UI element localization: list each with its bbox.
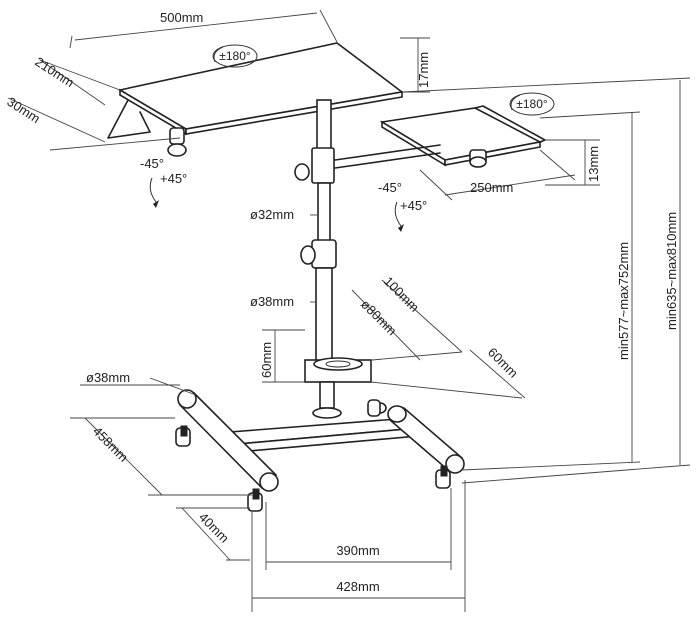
side-tray-thickness-label: 13mm [586, 146, 601, 182]
lower-pole-diameter-label: ø38mm [250, 294, 294, 309]
rotation-icon-side: ±180° [509, 92, 555, 116]
side-tray-width-dimension: 250mm [419, 149, 576, 201]
collar-depth-label: 60mm [485, 345, 521, 381]
caster [367, 399, 381, 417]
tilt-indicator-top: -45° +45° [140, 156, 187, 208]
side-tray-rotation-label: ±180° [516, 97, 548, 111]
lower-pole-dimension: ø38mm [250, 294, 316, 309]
tilt-side-neg-label: -45° [378, 180, 402, 195]
height-dimensions: min577~max752mm min635~max810mm [401, 77, 691, 484]
side-tray-thickness-dimension: 13mm [545, 139, 601, 186]
caster [175, 425, 191, 447]
outer-width-label: 428mm [336, 579, 379, 594]
caster [435, 465, 451, 489]
column [294, 99, 387, 419]
collar-offset-label: 100mm [381, 274, 422, 315]
width-dimensions: 390mm 428mm [251, 480, 466, 612]
inner-width-label: 390mm [336, 543, 379, 558]
base-tube-dimension: ø38mm [80, 370, 197, 396]
tilt-top-neg-label: -45° [140, 156, 164, 171]
top-tray-depth-label: 210mm [32, 54, 77, 90]
caster-height-label: 40mm [196, 510, 232, 546]
tilt-top-pos-label: +45° [160, 171, 187, 186]
tilt-indicator-side: -45° +45° [378, 180, 427, 232]
collar-height-dimension: 60mm [259, 329, 305, 383]
caster-height-dimension: 40mm [176, 507, 250, 561]
top-tray-thickness-label: 17mm [416, 52, 431, 88]
upper-pole-diameter-label: ø32mm [250, 207, 294, 222]
top-tray-clamp-label: 30mm [4, 94, 42, 126]
base-tube-diameter-label: ø38mm [86, 370, 130, 385]
height-range-high-label: min635~max810mm [664, 212, 679, 330]
collar-diameter-label: ø80mm [358, 297, 400, 339]
side-tray [334, 105, 546, 169]
top-tray-thickness-dimension: 17mm [400, 37, 431, 93]
rotation-icon-top: ±180° [212, 44, 258, 68]
top-tray-rotation-label: ±180° [219, 49, 251, 63]
top-tray-width-label: 500mm [160, 10, 203, 25]
tilt-side-pos-label: +45° [400, 198, 427, 213]
base [175, 389, 465, 512]
top-tray-width-dimension: 500mm [69, 9, 338, 49]
upper-pole-dimension: ø32mm [250, 207, 318, 222]
caster [247, 488, 263, 512]
height-range-low-label: min577~max752mm [616, 242, 631, 360]
collar-height-label: 60mm [259, 342, 274, 378]
collar-dimension: ø80mm 100mm 60mm [351, 274, 526, 399]
top-tray-depth-dimension: 210mm [32, 54, 121, 106]
side-tray-width-label: 250mm [470, 180, 513, 195]
base-depth-label: 458mm [90, 424, 131, 465]
